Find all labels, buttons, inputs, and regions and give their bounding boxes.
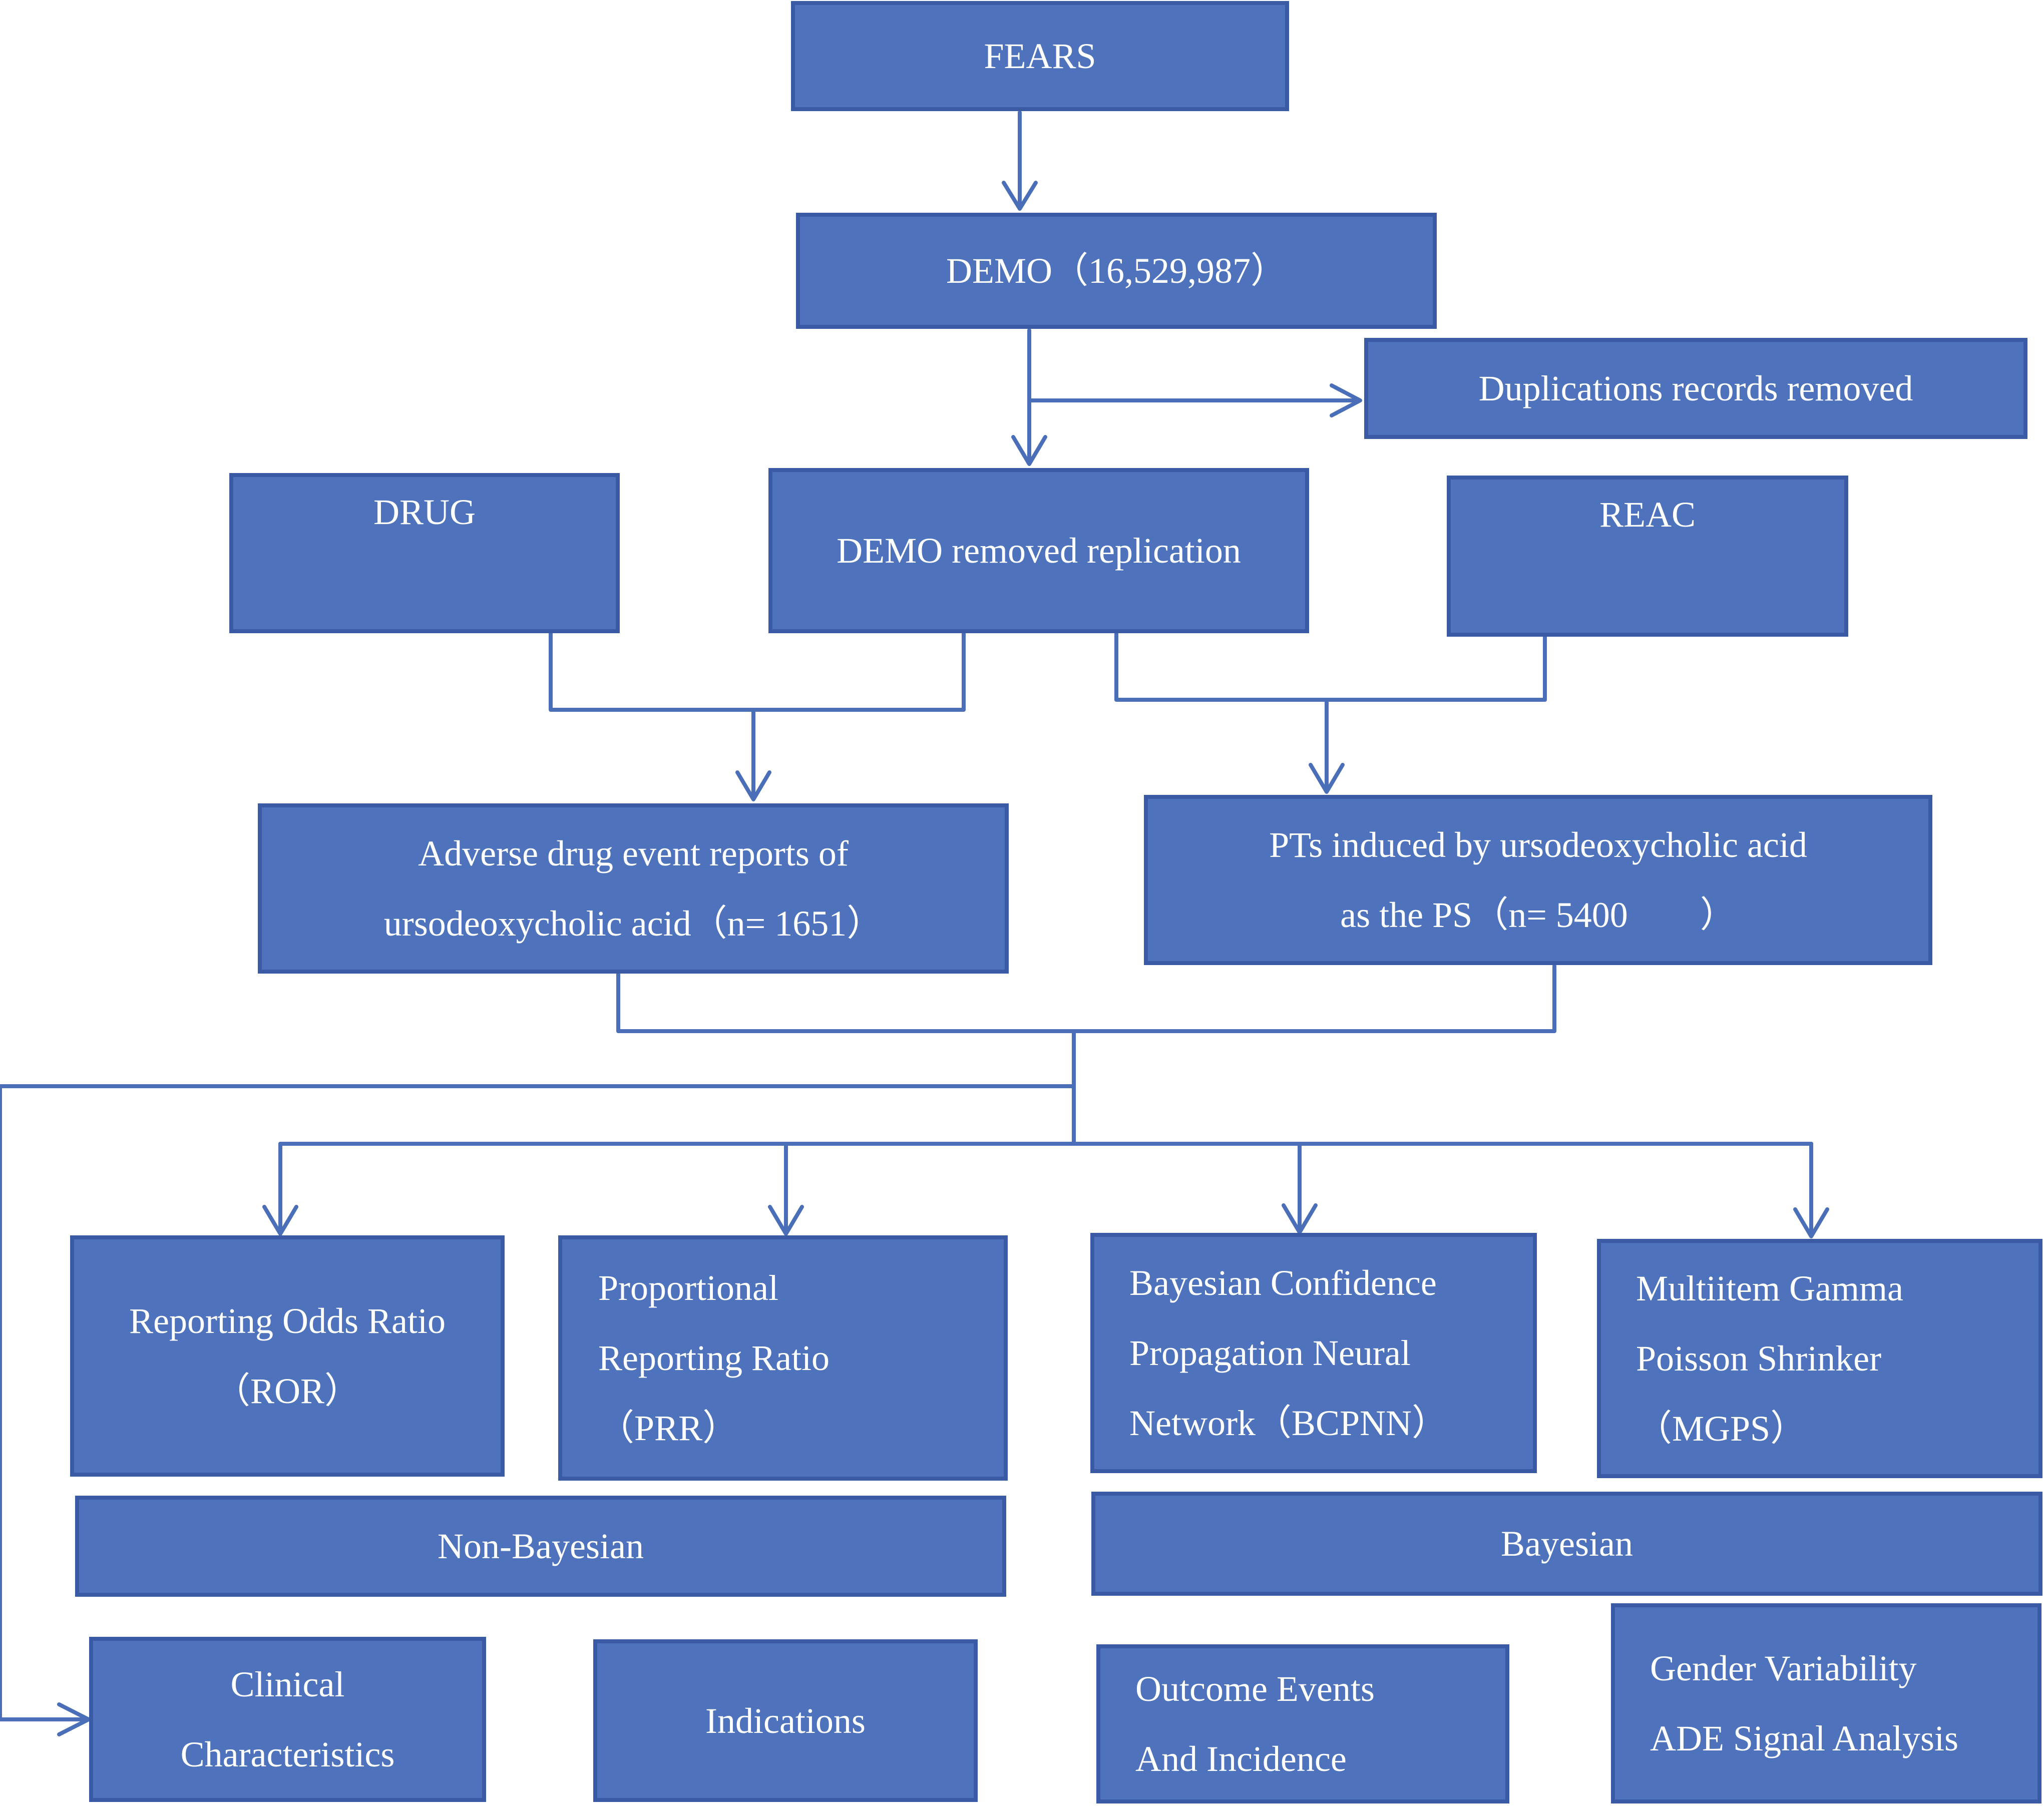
bayesian-box: Bayesian (1091, 1492, 2042, 1596)
demo-removed-label: DEMO removed replication (837, 531, 1241, 571)
non-bayesian-box: Non-Bayesian (75, 1496, 1006, 1597)
prr-line-3: （PRR） (598, 1408, 739, 1448)
connector-demo-demo-removed (1011, 328, 1047, 466)
prr-line-2: Reporting Ratio (598, 1338, 830, 1378)
gender-line-1: Gender Variability (1650, 1648, 1917, 1688)
clinical-box: Clinical Characteristics (89, 1637, 486, 1802)
bcpnn-line-1: Bayesian Confidence (1129, 1263, 1437, 1303)
fears-label: FEARS (984, 36, 1096, 76)
duplications-label: Duplications records removed (1478, 368, 1913, 408)
prr-line-1: Proportional (598, 1268, 778, 1308)
clinical-line-2: Characteristics (180, 1734, 395, 1774)
indications-label: Indications (705, 1700, 866, 1741)
connector-reac-merge (1114, 631, 1547, 794)
reac-box: REAC (1447, 476, 1848, 637)
gender-box: Gender Variability ADE Signal Analysis (1611, 1603, 2041, 1803)
adverse-line-1: Adverse drug event reports of (418, 833, 849, 873)
connector-analysis-merge (278, 964, 1813, 1146)
pts-box: PTs induced by ursodeoxycholic acid as t… (1144, 795, 1932, 965)
gender-line-2: ADE Signal Analysis (1650, 1718, 1959, 1758)
reac-label: REAC (1599, 495, 1696, 535)
ror-line-2: （ROR） (214, 1371, 361, 1411)
bcpnn-box: Bayesian Confidence Propagation Neural N… (1090, 1233, 1537, 1473)
connector-to-clinical (0, 1084, 1076, 1736)
clinical-line-1: Clinical (230, 1664, 345, 1704)
bcpnn-line-3: Network（BCPNN） (1129, 1403, 1448, 1443)
bcpnn-line-2: Propagation Neural (1129, 1333, 1411, 1373)
demo-removed-box: DEMO removed replication (768, 468, 1309, 633)
ror-box: Reporting Odds Ratio （ROR） (70, 1235, 505, 1477)
adverse-reports-box: Adverse drug event reports of ursodeoxyc… (258, 803, 1009, 974)
mgps-line-1: Multiitem Gamma (1636, 1268, 1903, 1308)
drug-box: DRUG (229, 473, 620, 633)
fears-box: FEARS (791, 1, 1289, 111)
connector-fears-demo (1002, 111, 1038, 211)
mgps-line-3: （MGPS） (1636, 1409, 1807, 1449)
duplications-box: Duplications records removed (1364, 338, 2027, 439)
connector-to-bcpnn (1282, 1142, 1318, 1234)
connector-drug-merge (549, 631, 966, 801)
adverse-line-2: ursodeoxycholic acid（n= 1651） (383, 903, 883, 944)
pts-line-2: as the PS（n= 5400 ） (1340, 895, 1736, 935)
mgps-line-2: Poisson Shrinker (1636, 1338, 1882, 1379)
demo-label: DEMO（16,529,987） (946, 251, 1287, 291)
ror-line-1: Reporting Odds Ratio (129, 1301, 446, 1341)
bayesian-label: Bayesian (1501, 1524, 1633, 1564)
connector-to-mgps (1793, 1142, 1829, 1238)
connector-duplications (1027, 383, 1362, 417)
mgps-box: Multiitem Gamma Poisson Shrinker （MGPS） (1597, 1239, 2042, 1478)
outcome-box: Outcome Events And Incidence (1096, 1644, 1509, 1803)
outcome-line-2: And Incidence (1135, 1739, 1347, 1779)
drug-label: DRUG (373, 492, 476, 532)
indications-box: Indications (593, 1639, 978, 1802)
outcome-line-1: Outcome Events (1135, 1669, 1375, 1709)
demo-box: DEMO（16,529,987） (796, 213, 1437, 329)
pts-line-1: PTs induced by ursodeoxycholic acid (1269, 825, 1807, 865)
prr-box: Proportional Reporting Ratio （PRR） (558, 1235, 1008, 1481)
connector-to-ror (262, 1142, 298, 1236)
connector-to-prr (768, 1142, 804, 1236)
non-bayesian-label: Non-Bayesian (438, 1526, 644, 1566)
